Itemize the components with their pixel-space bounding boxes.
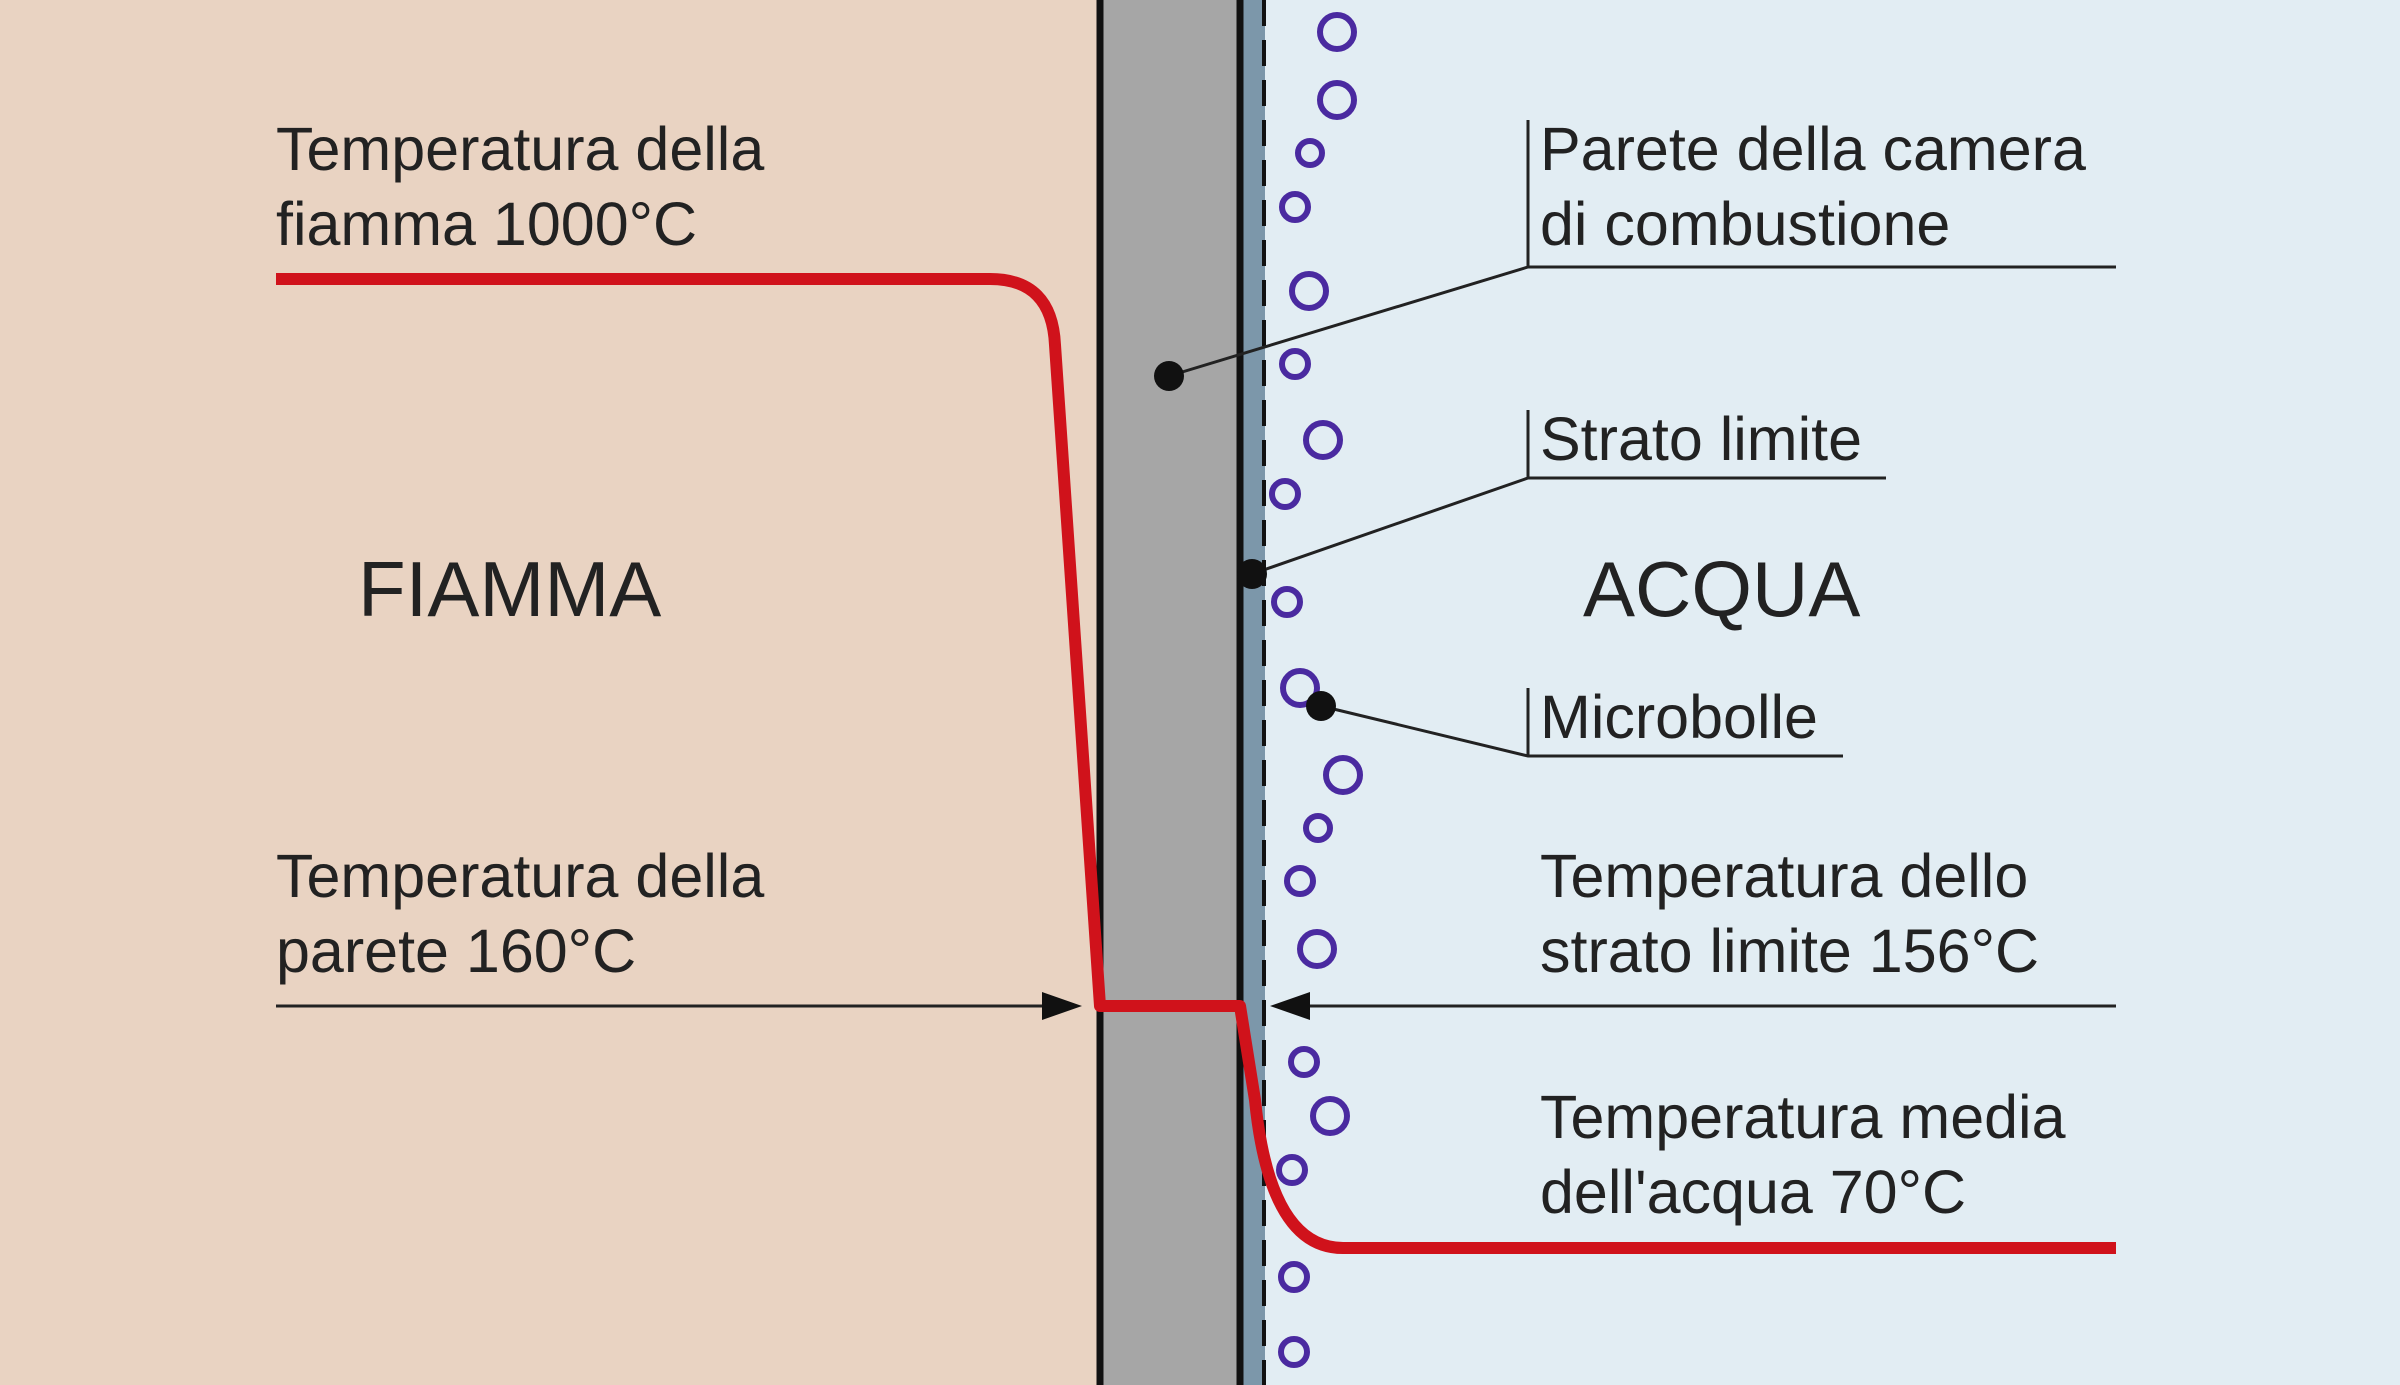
boundary-temperature-label-line1: Temperatura dello <box>1540 842 2028 910</box>
bubble-ring-icon <box>1278 1261 1310 1293</box>
flame-temperature-label-line2: fiamma 1000°C <box>276 190 697 258</box>
temperature-profile-line <box>276 273 2116 1255</box>
bubble-ring-icon <box>1303 420 1343 460</box>
water-temperature-label-line2: dell'acqua 70°C <box>1540 1158 1966 1226</box>
bubble-ring-icon <box>1288 1046 1320 1078</box>
leader-lines <box>1168 120 2116 758</box>
wall-temperature-arrowhead-icon <box>1042 992 1082 1020</box>
flame-region <box>0 0 1100 1385</box>
bubble-ring-icon <box>1295 138 1325 168</box>
microbubbles-filled-dot-icon <box>1306 691 1336 721</box>
boundary-temperature-label-line2: strato limite 156°C <box>1540 917 2039 985</box>
bubble-ring-icon <box>1269 478 1301 510</box>
bubble-ring-icon <box>1323 755 1363 795</box>
flame-temperature-label-line1: Temperatura della <box>276 115 764 183</box>
boundary-layer-band <box>1240 0 1265 1385</box>
wall <box>1100 0 1240 1385</box>
boundary-layer-label: Strato limite <box>1540 405 1862 473</box>
bubble-ring-icon <box>1284 865 1316 897</box>
chamber-wall-label-line2: di combustione <box>1540 190 1950 258</box>
wall-temperature-label-line2: parete 160°C <box>276 917 636 985</box>
microbubbles-label: Microbolle <box>1540 683 1818 751</box>
bubble-ring-icon <box>1317 80 1357 120</box>
bubble-ring-icon <box>1303 813 1333 843</box>
microbubbles <box>1269 12 1363 1368</box>
water-temperature-label-line1: Temperatura media <box>1540 1083 2066 1151</box>
bubble-ring-icon <box>1278 1336 1310 1368</box>
bubble-ring-icon <box>1317 12 1357 52</box>
boundary-temperature-arrowhead-icon <box>1270 992 1310 1020</box>
bubble-ring-icon <box>1280 668 1320 708</box>
bubble-ring-icon <box>1279 348 1311 380</box>
bubble-ring-icon <box>1271 586 1303 618</box>
boundary-layer-filled-dot-icon <box>1237 559 1267 589</box>
water-region-label: ACQUA <box>1583 545 1860 633</box>
water-region <box>1265 0 2400 1385</box>
bubble-ring-icon <box>1289 271 1329 311</box>
bubble-ring-icon <box>1310 1096 1350 1136</box>
bubble-ring-icon <box>1276 1154 1308 1186</box>
bubble-ring-icon <box>1279 191 1311 223</box>
bubble-ring-icon <box>1297 929 1337 969</box>
chamber-wall-filled-dot-icon <box>1154 361 1184 391</box>
chamber-wall-label-line1: Parete della camera <box>1540 115 2086 183</box>
wall-temperature-label-line1: Temperatura della <box>276 842 764 910</box>
flame-region-label: FIAMMA <box>358 545 661 633</box>
